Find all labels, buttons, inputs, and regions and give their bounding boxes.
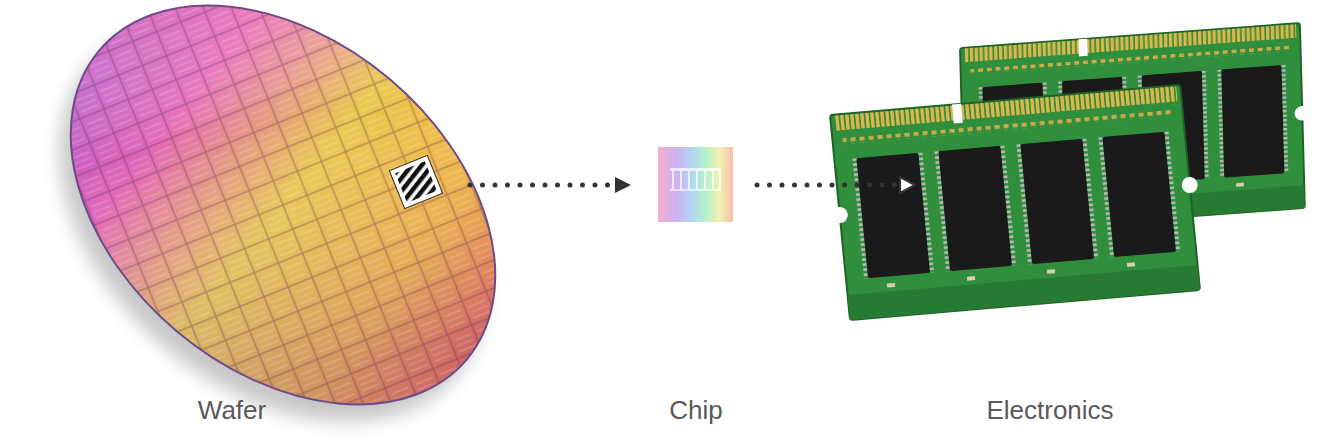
illustration-node: Chip <box>655 10 737 435</box>
wafer-rim <box>0 0 573 446</box>
stage-label: Chip <box>669 395 722 425</box>
wafer-surface <box>23 5 543 405</box>
stage-label: Electronics <box>986 395 1113 425</box>
chip-die <box>658 147 733 222</box>
illustration-node: Wafer <box>0 10 465 435</box>
chip-illustration <box>658 147 733 222</box>
stage-label-text: Electronics <box>986 395 1113 425</box>
memory-modules <box>822 22 1313 320</box>
wafer-illustration <box>0 0 740 446</box>
stage-label: Wafer <box>198 395 266 425</box>
dotted-arrow <box>757 183 915 188</box>
memory-module <box>822 84 1208 320</box>
die-grid <box>23 5 543 405</box>
selected-die <box>389 155 442 208</box>
dotted-arrow <box>470 183 630 188</box>
wafer-shadow <box>0 0 562 446</box>
illustration-node: Electronics <box>915 10 1310 435</box>
stage-label-text: Wafer <box>198 395 266 425</box>
stage-label-text: Chip <box>669 395 722 425</box>
